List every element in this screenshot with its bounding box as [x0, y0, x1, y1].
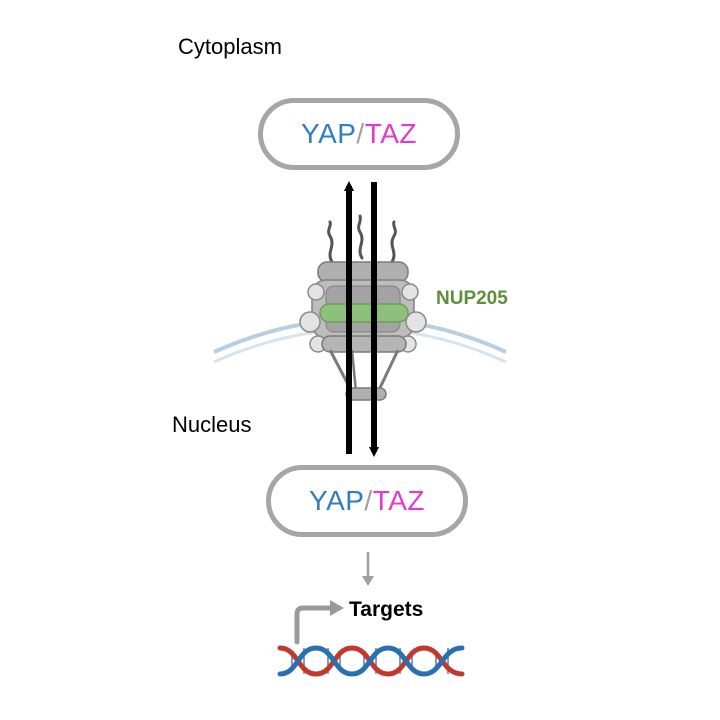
yap-taz-nucleus-node: YAP/TAZ	[266, 465, 468, 537]
nup205-label: NUP205	[436, 288, 508, 309]
taz-label: TAZ	[372, 485, 426, 516]
nucleus-label: Nucleus	[172, 412, 252, 437]
dna-helix-icon	[277, 645, 465, 677]
nuclear-pore-icon	[299, 214, 427, 401]
transport-arrows	[344, 181, 379, 457]
separator: /	[364, 485, 373, 516]
yap-label: YAP	[308, 485, 365, 516]
targets-label: Targets	[349, 598, 424, 621]
yap-label: YAP	[300, 118, 357, 149]
yap-taz-cytoplasm-node: YAP/TAZ	[258, 98, 460, 170]
cytoplasm-label: Cytoplasm	[178, 34, 282, 59]
taz-label: TAZ	[364, 118, 418, 149]
transcription-arrow-icon	[294, 600, 344, 645]
downstream-arrow	[362, 552, 374, 586]
separator: /	[356, 118, 365, 149]
